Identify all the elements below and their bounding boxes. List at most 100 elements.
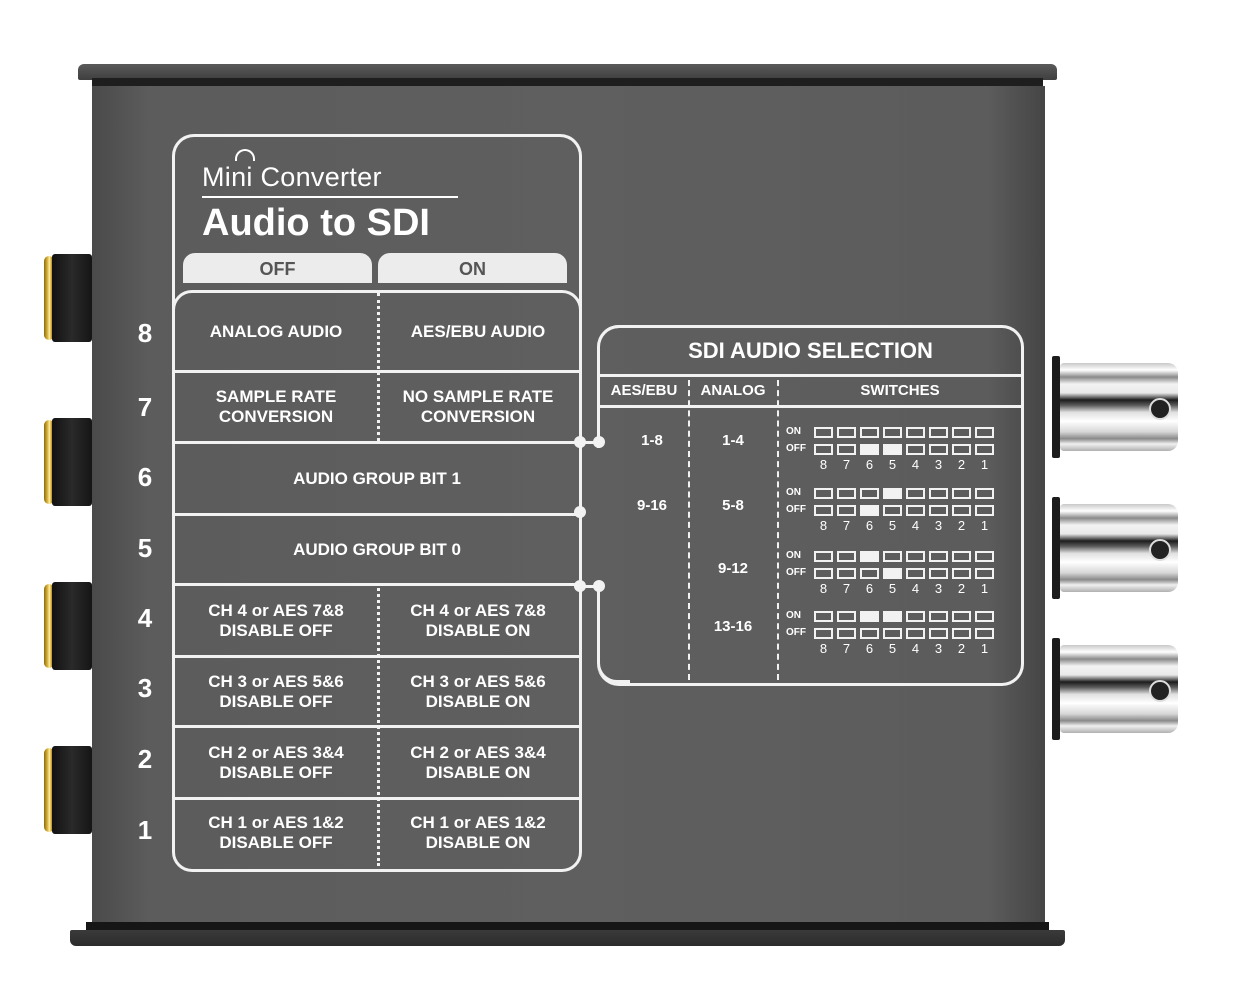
on-row-label: ON — [786, 610, 801, 621]
column-divider — [377, 293, 380, 441]
chassis-bottom-lip — [70, 930, 1065, 946]
switch-index: 2 — [957, 518, 966, 533]
dip-switch-position-icon — [975, 551, 994, 562]
row-divider — [175, 797, 579, 800]
sdi-selection-frame — [597, 325, 1024, 686]
switch-3-off-label: CH 3 or AES 5&6 DISABLE OFF — [208, 671, 344, 711]
switch-1-off-label: CH 1 or AES 1&2 DISABLE OFF — [208, 813, 344, 852]
dip-switch-position-icon — [860, 551, 879, 562]
dip-switch-position-icon — [860, 505, 879, 516]
switch-index: 6 — [865, 641, 874, 656]
dip-switch-position-icon — [952, 427, 971, 438]
column-divider — [377, 583, 380, 866]
switch-index: 5 — [888, 518, 897, 533]
switch-index: 8 — [819, 641, 828, 656]
sdi-frame-left-top — [597, 325, 622, 448]
analog-range: 5-8 — [722, 497, 744, 514]
switch-index: 3 — [934, 518, 943, 533]
connector-dot — [574, 580, 586, 592]
jack-body — [52, 254, 92, 342]
dip-switch-position-icon — [952, 505, 971, 516]
switch-index: 5 — [888, 641, 897, 656]
dip-switch-position-icon — [860, 444, 879, 455]
brand-line: Mini Converter — [202, 162, 382, 192]
dip-switch-position-icon — [929, 444, 948, 455]
switch-index: 1 — [980, 641, 989, 656]
dip-switch-position-icon — [906, 505, 925, 516]
sdi-frame-left-bottom — [597, 586, 600, 662]
row-divider — [175, 655, 579, 658]
title-frame — [172, 134, 582, 367]
connector-line — [584, 441, 596, 444]
connector-dot — [574, 436, 586, 448]
dip-switch-position-icon — [837, 444, 856, 455]
switch-index: 8 — [819, 581, 828, 596]
dip-switch-position-icon — [929, 551, 948, 562]
jack-body — [52, 746, 92, 834]
dip-switch-position-icon — [837, 427, 856, 438]
analog-range: 1-4 — [722, 432, 744, 449]
off-switch-row — [814, 628, 994, 639]
switch-index: 8 — [819, 518, 828, 533]
dip-switch-position-icon — [837, 551, 856, 562]
off-header-tab: OFF — [183, 253, 372, 283]
bnc-pin-icon — [1149, 539, 1171, 561]
bnc-pin-icon — [1149, 398, 1171, 420]
switch-number: 8 — [137, 318, 153, 348]
row-divider — [175, 441, 579, 444]
on-switch-row — [814, 551, 994, 562]
jack-body — [52, 582, 92, 670]
off-row-label: OFF — [786, 504, 806, 515]
dip-switch-position-icon — [860, 568, 879, 579]
off-row-label: OFF — [786, 567, 806, 578]
switch-2-on-label: CH 2 or AES 3&4 DISABLE ON — [410, 742, 546, 782]
switch-index: 4 — [911, 457, 920, 472]
analog-header: ANALOG — [700, 382, 766, 399]
bnc-flange — [1052, 497, 1060, 599]
dip-switch-position-icon — [906, 444, 925, 455]
on-switch-row — [814, 427, 994, 438]
switch-number: 3 — [137, 673, 153, 703]
dip-switch-position-icon — [814, 628, 833, 639]
switch-index: 1 — [980, 518, 989, 533]
switch-8-on-label: AES/EBU AUDIO — [410, 321, 546, 341]
dip-switch-position-icon — [906, 628, 925, 639]
dip-switch-position-icon — [975, 427, 994, 438]
title-rule — [202, 196, 458, 198]
switch-4-on-label: CH 4 or AES 7&8 DISABLE ON — [410, 600, 546, 640]
switch-number: 7 — [137, 392, 153, 422]
dip-switch-position-icon — [883, 628, 902, 639]
dip-switch-position-icon — [883, 551, 902, 562]
switch-index: 8 — [819, 457, 828, 472]
sdi-frame-corner — [597, 650, 630, 683]
dip-switch-position-icon — [975, 505, 994, 516]
audio-jack-connector — [44, 746, 92, 834]
dip-switch-position-icon — [883, 568, 902, 579]
sdi-selection-title: SDI AUDIO SELECTION — [688, 338, 933, 363]
bnc-flange — [1052, 638, 1060, 740]
off-row-label: OFF — [786, 627, 806, 638]
sdi-header-rule — [600, 374, 1024, 377]
switch-index: 1 — [980, 581, 989, 596]
dip-switch-position-icon — [837, 568, 856, 579]
switch-7-off-label: SAMPLE RATE CONVERSION — [215, 387, 337, 426]
jack-ring-icon — [44, 748, 54, 832]
off-switch-row — [814, 568, 994, 579]
sdi-column-divider — [688, 380, 690, 680]
bnc-flange — [1052, 356, 1060, 458]
audio-jack-connector — [44, 582, 92, 670]
aes-ebu-range: 1-8 — [641, 432, 663, 449]
bnc-connector — [1052, 638, 1182, 740]
bnc-pin-icon — [1149, 680, 1171, 702]
row-divider — [175, 725, 579, 728]
switch-6-label: AUDIO GROUP BIT 1 — [293, 468, 461, 488]
switch-5-label: AUDIO GROUP BIT 0 — [293, 539, 461, 559]
dip-switch-position-icon — [814, 488, 833, 499]
off-switch-row — [814, 505, 994, 516]
on-row-label: ON — [786, 487, 801, 498]
switch-index: 4 — [911, 581, 920, 596]
switch-number: 5 — [137, 533, 153, 563]
